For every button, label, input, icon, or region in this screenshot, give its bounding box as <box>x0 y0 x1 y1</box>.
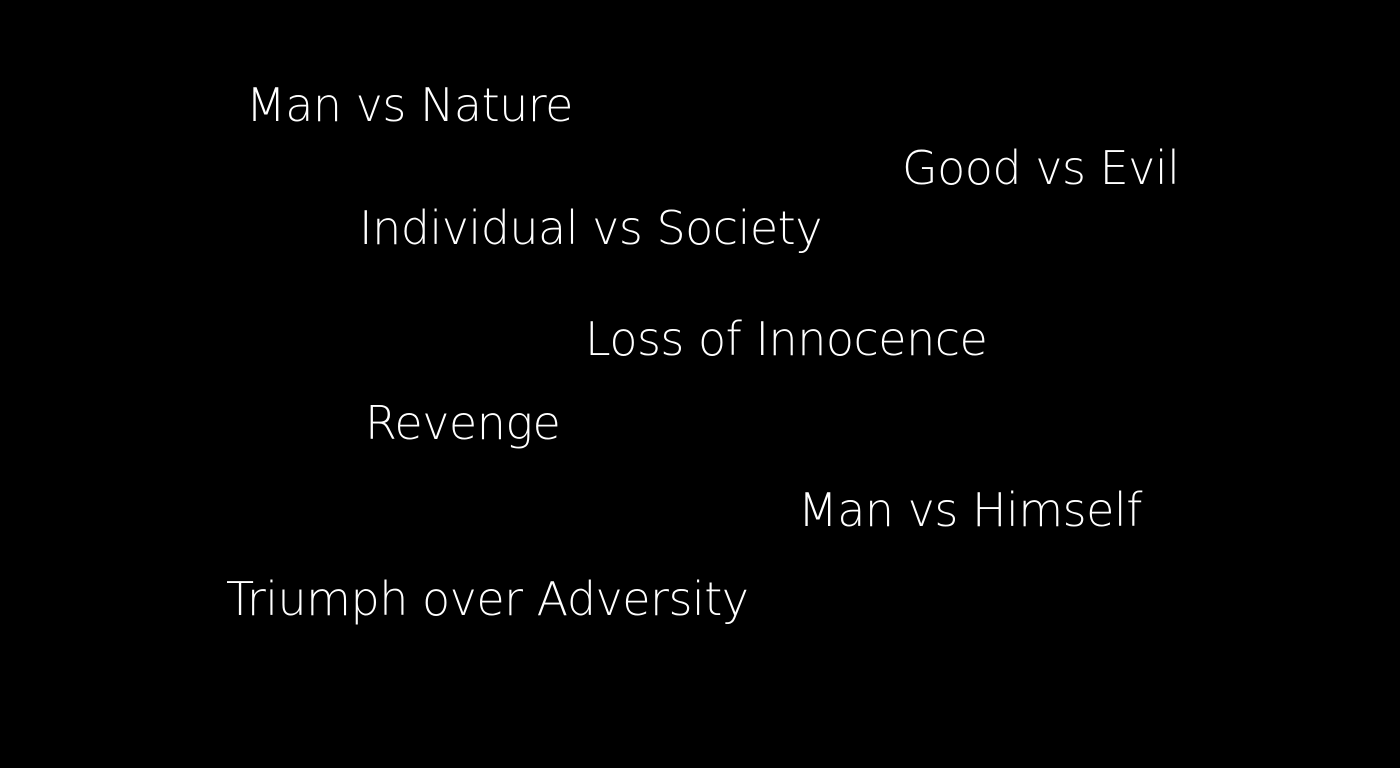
theme-man-vs-himself: Man vs Himself <box>798 483 1142 537</box>
theme-good-vs-evil: Good vs Evil <box>902 141 1180 195</box>
theme-loss-of-innocence: Loss of Innocence <box>585 312 988 366</box>
theme-man-vs-nature: Man vs Nature <box>246 78 573 132</box>
theme-triumph-over-adversity: Triumph over Adversity <box>226 572 749 626</box>
theme-revenge: Revenge <box>365 396 561 450</box>
theme-individual-vs-society: Individual vs Society <box>359 201 822 255</box>
